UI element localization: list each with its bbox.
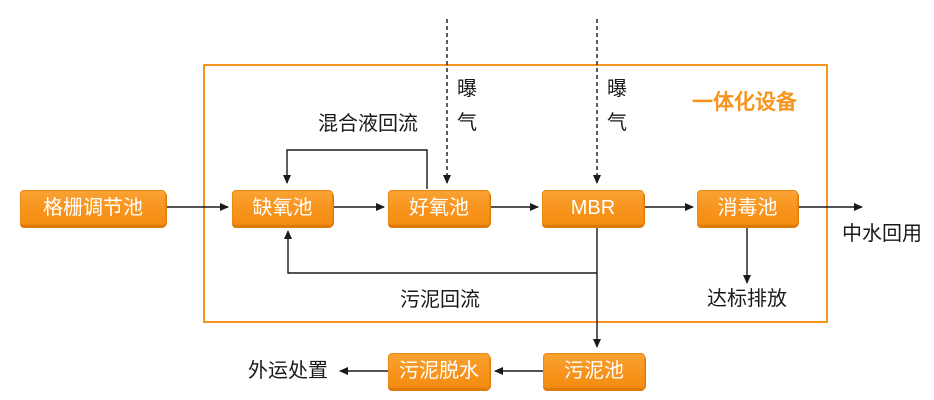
label-aeration-right: 曝气 (607, 78, 627, 134)
integrated-equipment-label: 一体化设备 (692, 91, 797, 114)
label-sludge-return: 污泥回流 (400, 289, 480, 311)
node-grid-adjust-tank: 格栅调节池 (20, 190, 166, 225)
label-offsite-disposal: 外运处置 (248, 360, 328, 382)
node-aerobic-tank: 好氧池 (388, 190, 490, 225)
node-disinfection-tank: 消毒池 (697, 190, 798, 225)
label-compliant-discharge: 达标排放 (707, 288, 787, 310)
label-mixed-liquor-return: 混合液回流 (318, 113, 418, 135)
label-aeration-left: 曝气 (457, 78, 477, 134)
label-reclaimed-water-reuse: 中水回用 (842, 223, 922, 245)
node-sludge-tank: 污泥池 (543, 353, 645, 388)
node-sludge-dewatering: 污泥脱水 (388, 353, 490, 388)
node-mbr: MBR (542, 190, 644, 225)
integrated-equipment-border (203, 64, 828, 323)
node-anoxic-tank: 缺氧池 (232, 190, 333, 225)
